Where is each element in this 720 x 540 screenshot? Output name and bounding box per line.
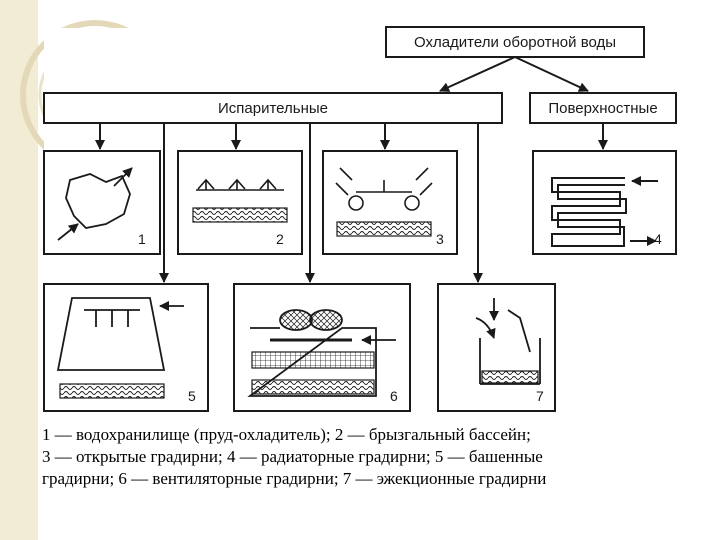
panel-2 [177, 150, 303, 255]
panel-number-2: 2 [276, 231, 284, 247]
caption-line-3: градирни; 6 — вентиляторные градирни; 7 … [42, 469, 547, 488]
figure-caption: 1 — водохранилище (пруд-охладитель); 2 —… [42, 424, 714, 490]
reservoir-outline-icon [57, 167, 133, 241]
arrow-root-surface [514, 56, 589, 92]
tower-icon [56, 297, 184, 399]
ejector-icon [475, 298, 541, 385]
root-label: Охладители оборотной воды [414, 34, 616, 51]
panel-3 [322, 150, 458, 255]
panel-number-4: 4 [654, 231, 662, 247]
panel-number-6: 6 [390, 388, 398, 404]
fan-tower-icon [247, 309, 396, 397]
surface-label: Поверхностные [548, 100, 657, 117]
panel-number-1: 1 [138, 231, 146, 247]
spray-nozzles-icon [335, 167, 433, 237]
panel-7 [437, 283, 556, 412]
panel-5 [43, 283, 209, 412]
caption-line-1: 1 — водохранилище (пруд-охладитель); 2 —… [42, 425, 531, 444]
panel-number-3: 3 [436, 231, 444, 247]
panel-1 [43, 150, 161, 255]
panel-number-5: 5 [188, 388, 196, 404]
evaporative-box [43, 92, 503, 124]
panel-number-7: 7 [536, 388, 544, 404]
caption-line-2: 3 — открытые градирни; 4 — радиаторные г… [42, 447, 543, 466]
radiator-coil-icon [551, 176, 658, 247]
panel-4 [532, 150, 677, 255]
panel-6 [233, 283, 411, 412]
spray-arrows-icon [192, 178, 288, 223]
evaporative-label: Испарительные [218, 100, 328, 117]
left-texture-stripe [0, 0, 38, 540]
arrow-root-evaporative [439, 56, 516, 92]
